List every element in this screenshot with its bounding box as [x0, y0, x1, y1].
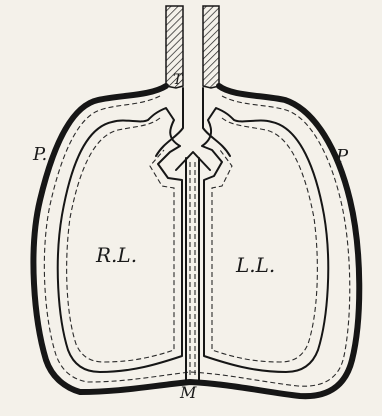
- label-mediastinum: M: [179, 383, 197, 402]
- mediastinum-septum: [186, 158, 199, 380]
- parietal-pleura: [44, 96, 349, 386]
- chest-wall: [33, 86, 359, 396]
- label-right-lung: R.L.: [95, 243, 137, 267]
- label-left-lung: L.L.: [235, 253, 275, 277]
- label-pleura-right: P: [335, 146, 349, 167]
- left-lung: [202, 108, 328, 372]
- label-pleura-left: P.: [32, 144, 47, 165]
